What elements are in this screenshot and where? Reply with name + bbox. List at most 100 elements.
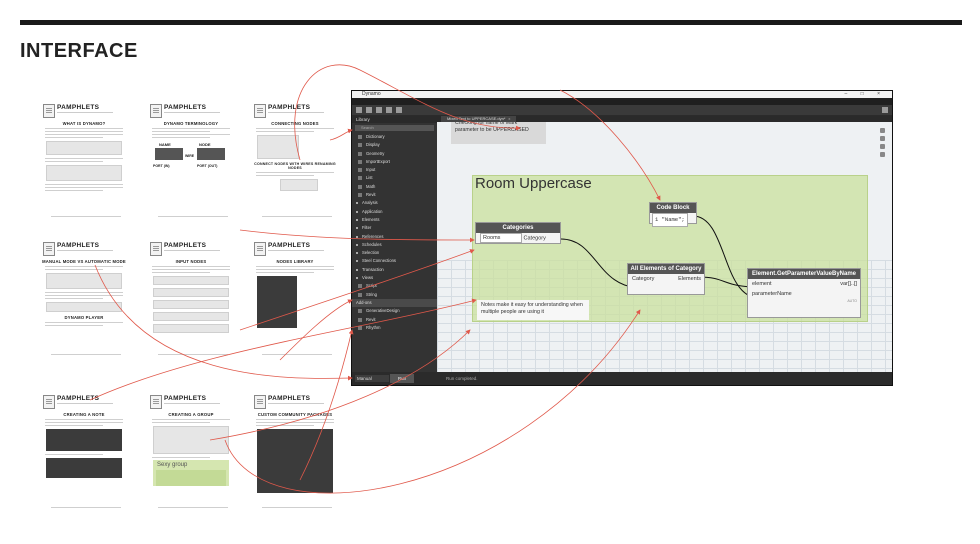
library-item-dictionary[interactable]: Dictionary	[352, 133, 437, 141]
run-button[interactable]: Run	[390, 374, 414, 383]
library-section-addons[interactable]: Add-ons	[352, 298, 437, 308]
pamphlet-manual-mode: PAMPHLETS MANUAL MODE VS AUTOMATIC MODE …	[41, 240, 127, 357]
pamphlet-brand: PAMPHLETS	[57, 395, 100, 402]
undo-icon[interactable]	[386, 107, 392, 113]
graph-canvas[interactable]: Checking for name of Mark parameter to b…	[437, 122, 892, 372]
page-title: INTERFACE	[20, 40, 138, 62]
pamphlet-brand: PAMPHLETS	[164, 395, 207, 402]
node-title: All Elements of Category	[628, 264, 704, 274]
pamphlet-logo-icon	[43, 104, 55, 118]
library-item-importexport[interactable]: ImportExport	[352, 158, 437, 166]
label-name: NAME	[159, 142, 171, 147]
pamphlet-heading: NODES LIBRARY	[276, 259, 314, 264]
library-item-geometry[interactable]: Geometry	[352, 150, 437, 158]
pamphlet-nodes-library: PAMPHLETS NODES LIBRARY	[252, 240, 338, 357]
pamphlet-heading: MANUAL MODE VS AUTOMATIC MODE	[42, 259, 126, 264]
library-item-math[interactable]: Math	[352, 183, 437, 191]
library-item-revit[interactable]: Revit	[352, 191, 437, 199]
pamphlet-logo-icon	[43, 242, 55, 256]
library-item-list[interactable]: List	[352, 174, 437, 182]
port-out-elements[interactable]: Elements	[678, 276, 701, 282]
menu-bar: FileEditViewPackagesSettingsGenerative D…	[352, 98, 892, 112]
node-categories[interactable]: Categories Rooms Category	[475, 222, 561, 244]
top-rule	[20, 20, 962, 25]
dynamo-window: Dynamo – □ × FileEditViewPackagesSetting…	[351, 90, 893, 386]
run-status: Run completed.	[446, 376, 478, 381]
library-item-generativedesign[interactable]: GenerativeDesign	[352, 307, 437, 315]
library-item-display[interactable]: Display	[352, 141, 437, 149]
zoom-out-icon[interactable]	[880, 144, 885, 149]
pamphlet-subheading: DYNAMO PLAYER	[64, 315, 104, 320]
pamphlet-logo-icon	[150, 242, 162, 256]
port-in-element[interactable]: element	[752, 281, 772, 287]
pamphlet-brand: PAMPHLETS	[268, 242, 311, 249]
lacing-label: AUTO	[847, 299, 857, 303]
pamphlet-creating-group: PAMPHLETS CREATING A GROUP Sexy group	[148, 393, 234, 510]
label-node: NODE	[199, 142, 211, 147]
pan-icon[interactable]	[880, 152, 885, 157]
zoom-in-icon[interactable]	[880, 136, 885, 141]
library-item-schedules[interactable]: Schedules	[352, 241, 437, 249]
node-all-elements-of-category[interactable]: All Elements of Category Category Element…	[627, 263, 705, 295]
pamphlet-what-is-dynamo: PAMPHLETS WHAT IS DYNAMO?	[41, 102, 127, 219]
library-item-views[interactable]: Views	[352, 274, 437, 282]
pamphlet-heading: DYNAMO TERMINOLOGY	[163, 121, 219, 126]
new-file-icon[interactable]	[356, 107, 362, 113]
label-port-in: PORT (IN)	[153, 164, 170, 168]
run-mode-select[interactable]: Manual	[355, 375, 389, 382]
library-item-string[interactable]: String	[352, 291, 437, 299]
library-item-script[interactable]: Script	[352, 282, 437, 290]
window-title: Dynamo	[362, 91, 381, 97]
camera-icon[interactable]	[882, 107, 888, 113]
wires	[560, 215, 760, 299]
tab-close-icon[interactable]: x	[508, 116, 511, 121]
library-search-input[interactable]: Search	[355, 125, 434, 131]
library-item-selection[interactable]: Selection	[352, 249, 437, 257]
library-item-analysis[interactable]: Analysis	[352, 199, 437, 207]
library-item-input[interactable]: Input	[352, 166, 437, 174]
port-in-parametername[interactable]: parameterName	[752, 291, 792, 297]
pamphlet-logo-icon	[150, 104, 162, 118]
port-in-category[interactable]: Category	[632, 276, 655, 282]
toolbar	[352, 105, 892, 115]
sticky-note[interactable]: Notes make it easy for understanding whe…	[477, 300, 589, 320]
group-sample-title: Sexy group	[157, 462, 188, 468]
pamphlet-logo-icon	[254, 242, 266, 256]
library-item-filter[interactable]: Filter	[352, 224, 437, 232]
pamphlet-heading: INPUT NODES	[175, 259, 207, 264]
canvas-controls	[880, 128, 886, 160]
node-code-block[interactable]: Code Block 1 "Name"; >	[649, 202, 697, 227]
open-file-icon[interactable]	[366, 107, 372, 113]
label-port-out: PORT (OUT)	[197, 164, 218, 168]
library-item-application[interactable]: Application	[352, 208, 437, 216]
pamphlet-logo-icon	[43, 395, 55, 409]
window-controls[interactable]: – □ ×	[844, 91, 886, 97]
library-panel: Library Search Dictionary Display Geomet…	[352, 116, 437, 372]
pamphlet-brand: PAMPHLETS	[268, 104, 311, 111]
run-bar: Manual Run Run completed.	[352, 372, 892, 385]
port-out-var[interactable]: var[]..[]	[840, 281, 857, 287]
pamphlet-subheading: CONNECT NODES WITH WIRES RENAMING NODES	[254, 162, 336, 170]
pamphlet-custom-packages: PAMPHLETS CUSTOM COMMUNITY PACKAGES	[252, 393, 338, 510]
redo-icon[interactable]	[396, 107, 402, 113]
library-item-references[interactable]: References	[352, 233, 437, 241]
library-item-steel-connections[interactable]: Steel Connections	[352, 257, 437, 265]
library-item-rhythm[interactable]: Rhythm	[352, 324, 437, 332]
port-out-category[interactable]: Category	[523, 235, 546, 242]
category-dropdown[interactable]: Rooms	[480, 233, 522, 243]
tab-label: Mixed Text to UPPERCASE.dyn*	[447, 116, 506, 121]
library-item-transaction[interactable]: Transaction	[352, 266, 437, 274]
library-item-elements[interactable]: Elements	[352, 216, 437, 224]
pamphlet-logo-icon	[254, 395, 266, 409]
node-title: Code Block	[650, 203, 696, 213]
pamphlet-brand: PAMPHLETS	[57, 104, 100, 111]
pamphlet-brand: PAMPHLETS	[268, 395, 311, 402]
pamphlet-dynamo-terminology: PAMPHLETS DYNAMO TERMINOLOGY NAME NODE W…	[148, 102, 234, 219]
save-icon[interactable]	[376, 107, 382, 113]
library-item-revit-addon[interactable]: Revit	[352, 316, 437, 324]
zoom-fit-icon[interactable]	[880, 128, 885, 133]
pamphlet-brand: PAMPHLETS	[164, 104, 207, 111]
code-editor[interactable]: 1 "Name";	[652, 213, 688, 227]
node-title: Categories	[476, 223, 560, 233]
